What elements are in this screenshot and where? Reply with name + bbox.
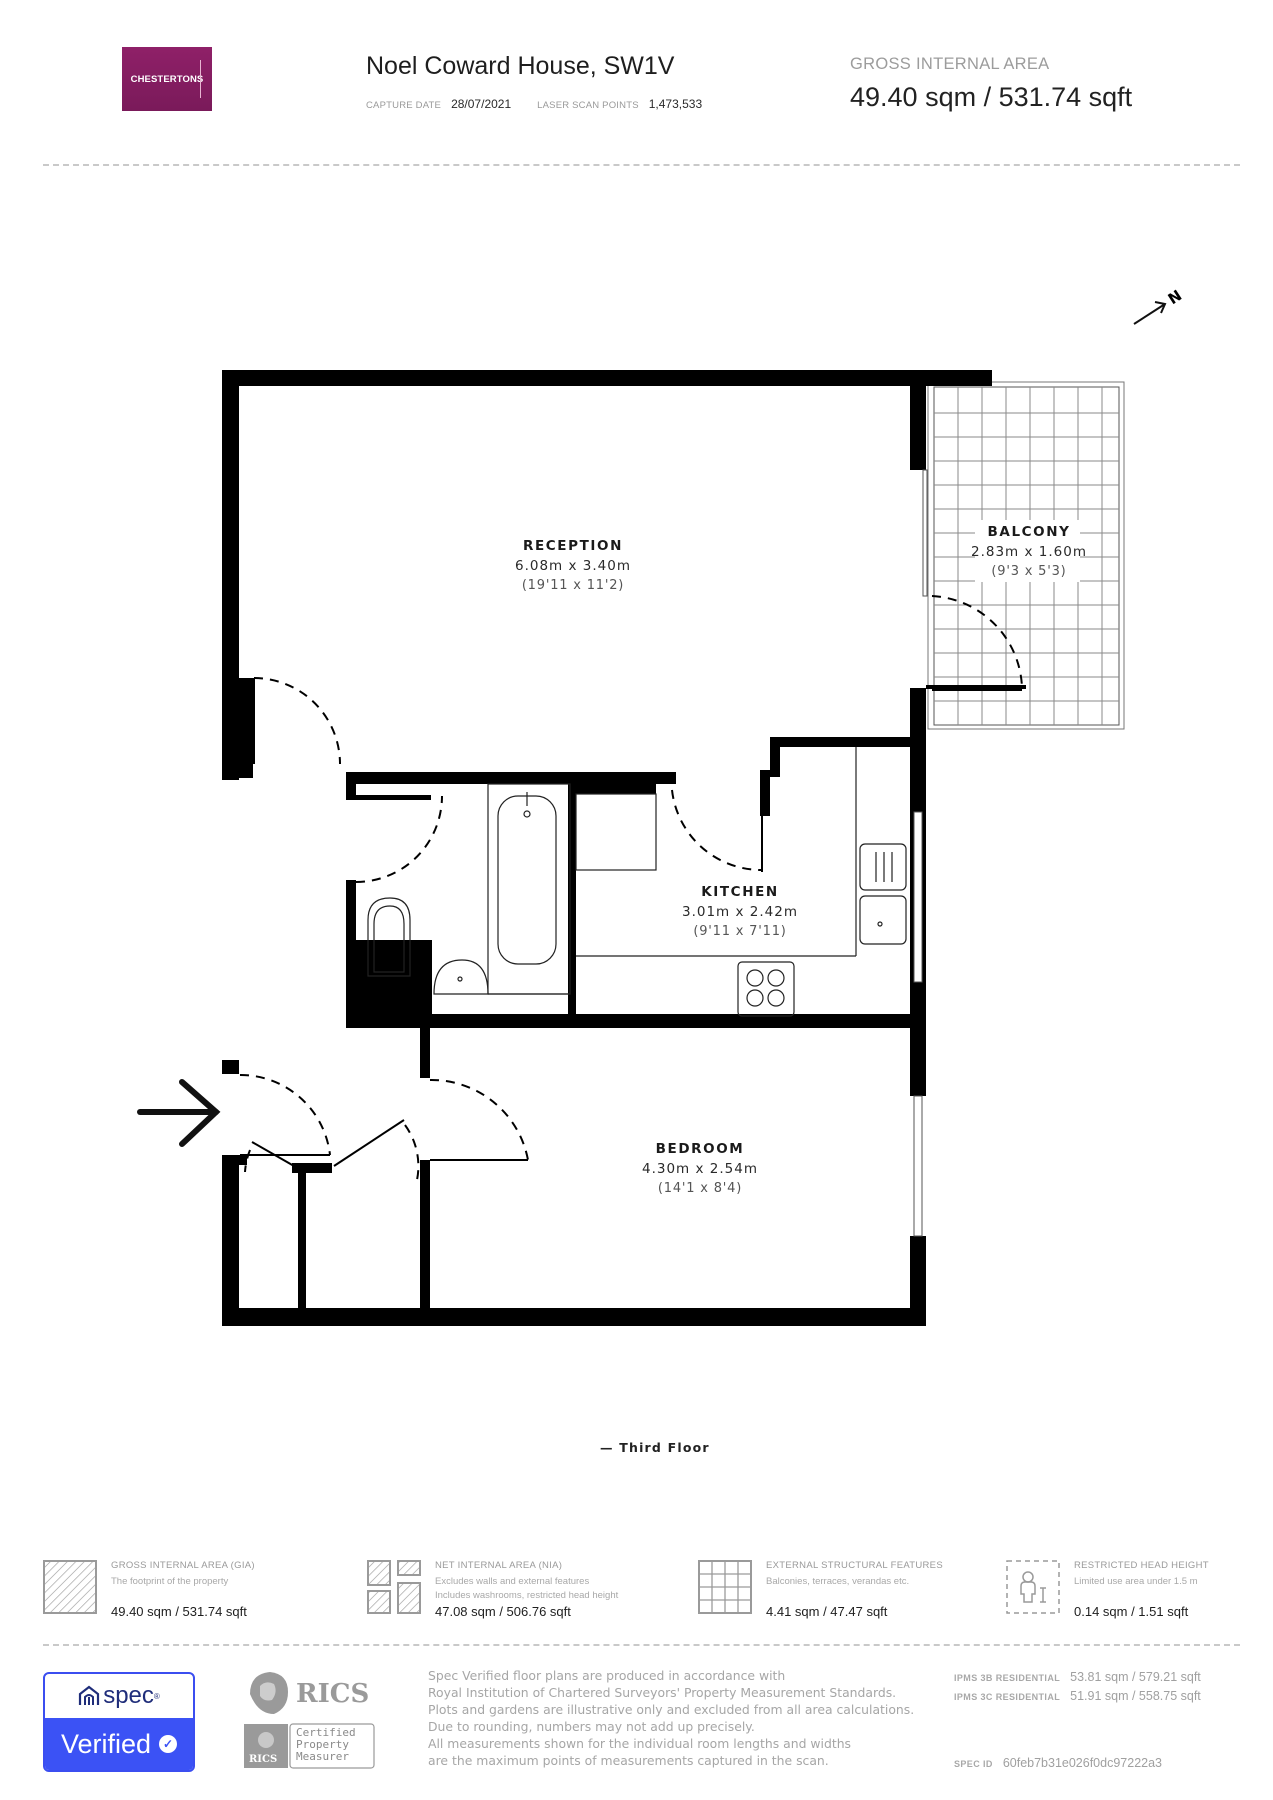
disclaimer-line: Royal Institution of Chartered Surveyors… (428, 1685, 897, 1700)
room-bedroom: BEDROOM 4.30m x 2.54m (14'1 x 8'4) (642, 1141, 758, 1196)
ipms-3b: IPMS 3B RESIDENTIAL 53.81 sqm / 579.21 s… (954, 1670, 1201, 1684)
room-imperial: (9'11 x 7'11) (693, 924, 787, 939)
rics-badge-line-3: Measurer (296, 1750, 349, 1763)
rics-logo: RICS RICS Certified Property Measurer (244, 1668, 376, 1778)
scan-meta: CAPTURE DATE 28/07/2021 LASER SCAN POINT… (366, 97, 728, 111)
bathroom-fixtures (367, 783, 571, 995)
room-metric: 6.08m x 3.40m (515, 558, 631, 574)
header-divider (43, 164, 1240, 166)
legend-desc: Balconies, terraces, verandas etc. (766, 1576, 910, 1587)
legend-value: 47.08 sqm / 506.76 sqft (435, 1604, 571, 1619)
legend-desc: Limited use area under 1.5 m (1074, 1576, 1198, 1587)
disclaimer-line: are the maximum points of measurements c… (428, 1753, 829, 1768)
legend-external: EXTERNAL STRUCTURAL FEATURES Balconies, … (698, 1560, 943, 1619)
legend-title: GROSS INTERNAL AREA (GIA) (111, 1560, 255, 1571)
room-imperial: (19'11 x 11'2) (521, 578, 625, 593)
room-metric: 4.30m x 2.54m (642, 1161, 758, 1177)
room-name: BALCONY (987, 524, 1071, 540)
windows (913, 469, 928, 1237)
room-metric: 2.83m x 1.60m (971, 544, 1087, 560)
footer-divider (43, 1644, 1240, 1646)
entrance-arrow-icon (137, 1079, 221, 1147)
walls (222, 370, 1026, 1326)
room-imperial: (14'1 x 8'4) (657, 1181, 743, 1196)
rics-badge-line-2: Property (296, 1738, 349, 1751)
door-leaves (240, 678, 1022, 1167)
legend-desc: The footprint of the property (111, 1576, 229, 1587)
hatched-square-icon (43, 1560, 97, 1614)
room-name: RECEPTION (522, 538, 624, 554)
rics-badge-line-1: Certified (296, 1726, 356, 1739)
room-name: KITCHEN (701, 884, 779, 900)
spec-id-label: SPEC ID (954, 1759, 993, 1769)
legend-value: 4.41 sqm / 47.47 sqft (766, 1604, 888, 1619)
ipms-label: IPMS 3C RESIDENTIAL (954, 1692, 1061, 1702)
hatched-plan-icon (367, 1560, 421, 1614)
room-balcony: BALCONY 2.83m x 1.60m (9'3 x 5'3) (971, 524, 1087, 579)
person-height-icon (1006, 1560, 1060, 1614)
brand-name: CHESTERTONS (130, 73, 204, 85)
grid-icon (698, 1560, 752, 1614)
chestertons-logo: CHESTERTONS (122, 47, 212, 111)
room-reception: RECEPTION 6.08m x 3.40m (19'11 x 11'2) (515, 538, 631, 593)
legend-title: EXTERNAL STRUCTURAL FEATURES (766, 1560, 943, 1571)
room-name: BEDROOM (655, 1141, 745, 1157)
disclaimer: Spec Verified floor plans are produced i… (428, 1667, 914, 1769)
ipms-value: 51.91 sqm / 558.75 sqft (1070, 1689, 1201, 1703)
check-icon: ✓ (159, 1735, 178, 1753)
legend-restricted: RESTRICTED HEAD HEIGHT Limited use area … (1006, 1560, 1209, 1619)
gia-value: 49.40 sqm / 531.74 sqft (850, 82, 1133, 112)
balcony-label-bg (975, 520, 1080, 582)
laser-scan-label: LASER SCAN POINTS (537, 100, 639, 111)
rics-word: RICS (296, 1679, 369, 1709)
legend-value: 49.40 sqm / 531.74 sqft (111, 1604, 247, 1619)
legend-gia: GROSS INTERNAL AREA (GIA) The footprint … (43, 1560, 255, 1619)
house-icon (79, 1685, 100, 1705)
spec-verified-badge: spec® Verified ✓ (43, 1672, 195, 1772)
laser-scan-value: 1,473,533 (648, 97, 703, 111)
capture-date-value: 28/07/2021 (451, 97, 512, 111)
verified-banner: Verified ✓ (45, 1718, 193, 1770)
kitchen-fixtures (575, 747, 907, 1017)
rics-emblem: RICS RICS Certified Property Measurer (244, 1672, 375, 1769)
legend-title: NET INTERNAL AREA (NIA) (435, 1560, 563, 1571)
legend-desc: Excludes walls and external features (435, 1576, 590, 1587)
north-label: N (1165, 286, 1185, 308)
ipms-3c: IPMS 3C RESIDENTIAL 51.91 sqm / 558.75 s… (954, 1689, 1201, 1703)
legend-value: 0.14 sqm / 1.51 sqft (1074, 1604, 1189, 1619)
spec-id: SPEC ID 60feb7b31e026f0dc97222a3 (954, 1756, 1162, 1770)
north-arrow-icon (1133, 301, 1167, 325)
spec-logo: spec® (45, 1674, 193, 1718)
disclaimer-line: Due to rounding, numbers may not add up … (428, 1719, 755, 1734)
ipms-label: IPMS 3B RESIDENTIAL (954, 1673, 1061, 1683)
spec-id-value: 60feb7b31e026f0dc97222a3 (1002, 1756, 1162, 1770)
verified-label: Verified (60, 1728, 152, 1759)
door-swings (239, 595, 1023, 1181)
gia-label: GROSS INTERNAL AREA (850, 55, 1050, 73)
property-title: Noel Coward House, SW1V (366, 52, 675, 80)
floor-name: — Third Floor (600, 1440, 710, 1455)
capture-date-label: CAPTURE DATE (366, 100, 442, 111)
room-metric: 3.01m x 2.42m (682, 904, 798, 920)
disclaimer-line: Spec Verified floor plans are produced i… (428, 1668, 786, 1683)
room-kitchen: KITCHEN 3.01m x 2.42m (9'11 x 7'11) (682, 884, 798, 939)
disclaimer-line: All measurements shown for the individua… (428, 1736, 852, 1751)
svg-text:RICS: RICS (249, 1754, 277, 1765)
legend-title: RESTRICTED HEAD HEIGHT (1074, 1560, 1209, 1571)
disclaimer-line: Plots and gardens are illustrative only … (428, 1702, 915, 1717)
spec-word: spec (103, 1682, 154, 1709)
ipms-value: 53.81 sqm / 579.21 sqft (1070, 1670, 1201, 1684)
logo-divider (200, 60, 201, 98)
legend-nia: NET INTERNAL AREA (NIA) Excludes walls a… (367, 1560, 619, 1619)
room-imperial: (9'3 x 5'3) (991, 564, 1067, 579)
legend-desc-2: Includes washrooms, restricted head heig… (435, 1590, 619, 1601)
